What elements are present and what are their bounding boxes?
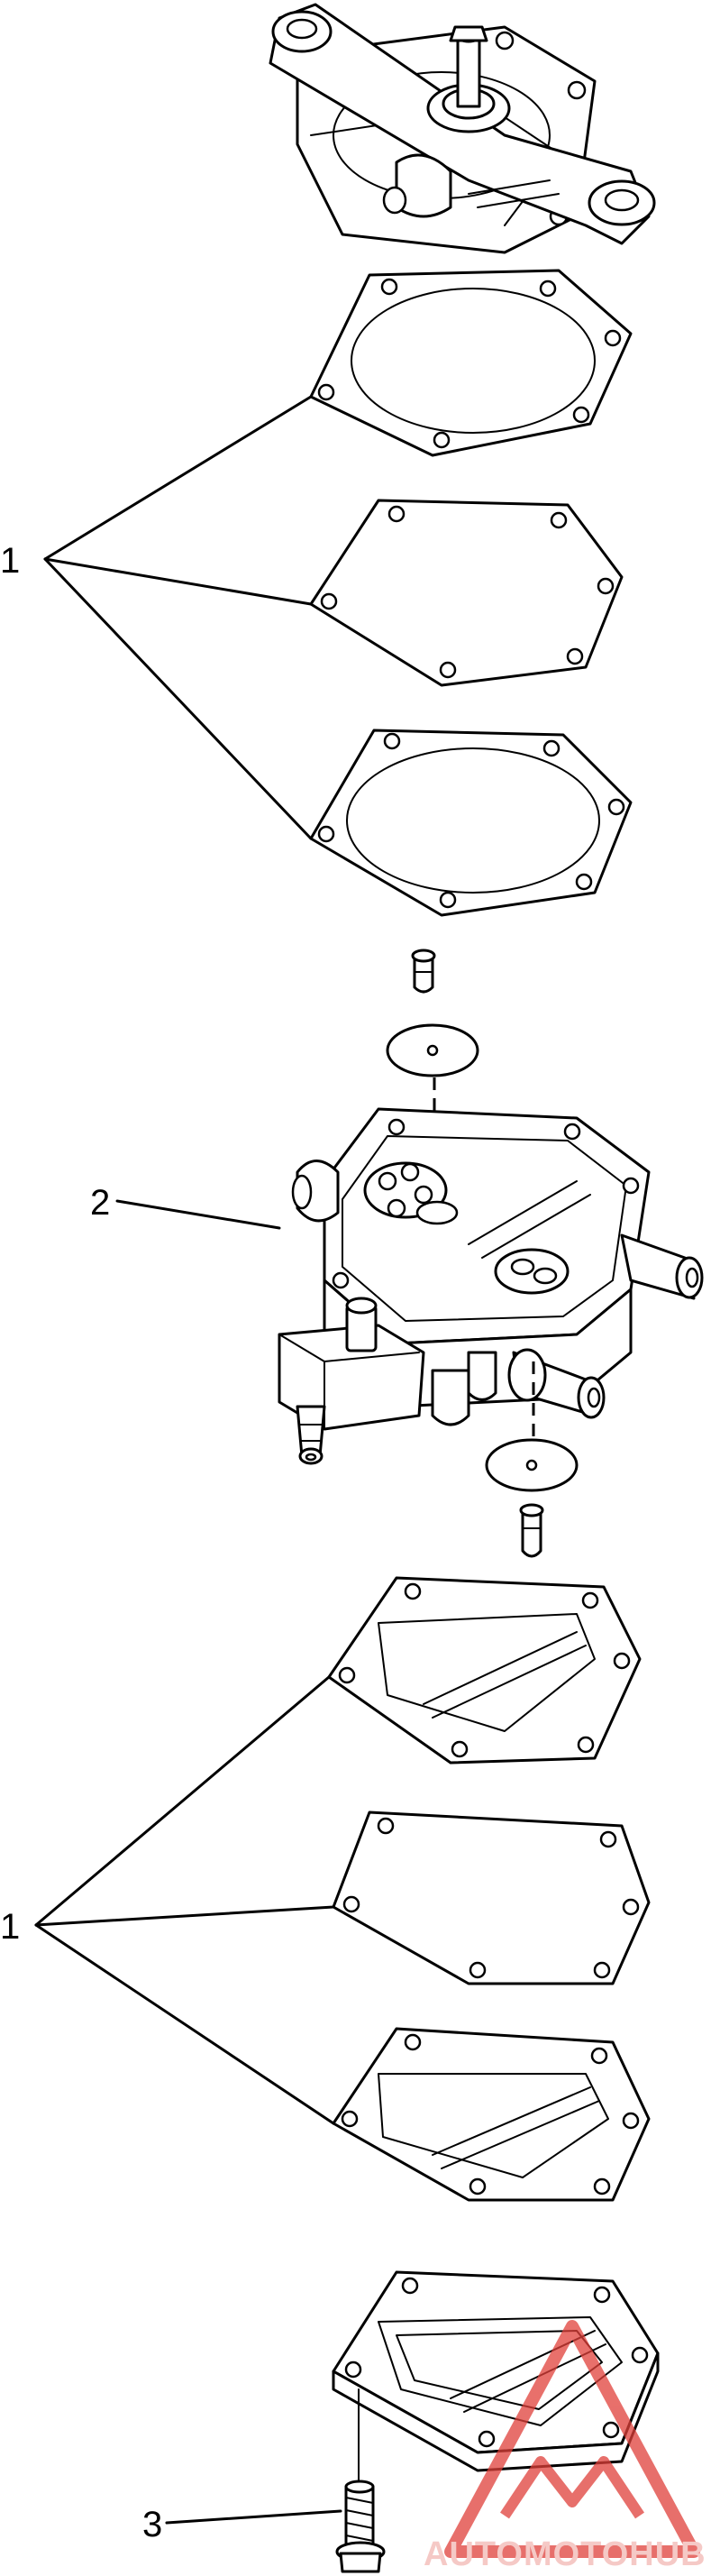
- callout-label-1-bottom: 1: [0, 1907, 20, 1947]
- pump-cover-assembly: [269, 3, 656, 254]
- diaphragm-top: [309, 499, 624, 687]
- gasket-top-2: [309, 729, 633, 917]
- bottom-cover: [332, 2270, 660, 2472]
- gasket-bottom-2: [332, 2027, 651, 2202]
- callout-2: 2: [90, 1183, 281, 1230]
- watermark-triangle: [444, 2320, 700, 2558]
- gasket-bottom-1: [327, 1576, 642, 1765]
- watermark-text: AUTOMOTOHUB: [424, 2535, 706, 2573]
- check-valve-lower: [485, 1361, 579, 1558]
- callout-label-2: 2: [90, 1183, 110, 1223]
- gasket-top-1: [309, 269, 633, 457]
- diaphragm-bottom: [332, 1811, 651, 1985]
- check-valve-upper: [386, 949, 479, 1145]
- callout-label-3: 3: [142, 2505, 162, 2544]
- callout-1-top: 1: [0, 395, 313, 840]
- pump-body: [278, 1107, 704, 1465]
- mounting-bolt: [335, 2388, 386, 2573]
- callout-label-1-top: 1: [0, 541, 20, 581]
- watermark-logo: AUTOMOTOHUB: [424, 2320, 706, 2573]
- callout-1-bottom: 1: [0, 1675, 335, 2125]
- callout-3: 3: [142, 2505, 342, 2544]
